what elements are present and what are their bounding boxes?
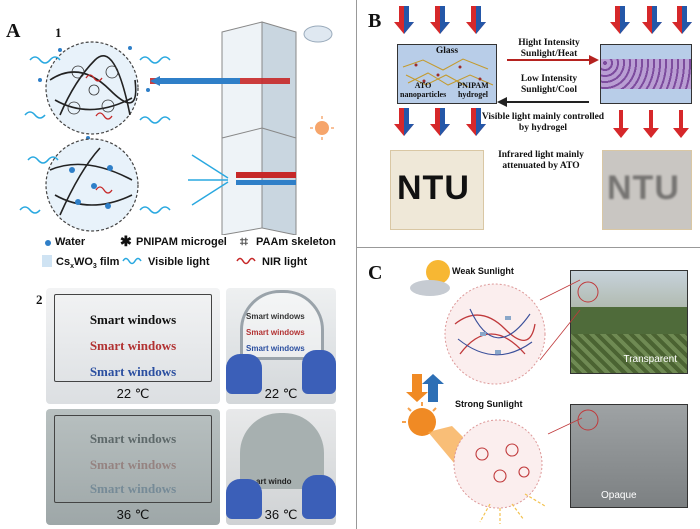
text-line-black: Smart windows [89,312,177,327]
visible-light-note: Visible light mainly controlled by hydro… [481,112,605,133]
panel-b-arrows [394,6,692,138]
pnipam-microgel-icon: ✱ [120,233,132,249]
opaque-window-photo: Opaque [570,404,688,508]
panel-a-letter: A [6,20,21,42]
water-dot-icon [45,240,51,246]
infrared-light-note: Infrared light mainly attenuated by ATO [498,150,584,171]
forward-transition-label: Hight Intensity Sunlight/Heat [518,38,580,59]
panel-a1-schematic [19,21,334,235]
panel-c-schematic [402,260,546,524]
temp-label-36-flat: 36 ℃ [116,507,150,522]
ntu-photo-opaque: NTU [602,150,692,230]
legend-nir-label: NIR light [262,256,308,268]
gloved-hand-right [302,350,336,394]
pnipam-hydrogel-label: PNIPAM hydrogel [457,81,489,99]
reverse-transition-label: Low Intensity Sunlight/Cool [520,74,578,95]
curved-text-black: Smart windows [246,312,305,321]
temp-label-22-flat: 22 ℃ [116,386,150,401]
photo-flat-36c: Smart windows Smart windows Smart window… [46,409,220,525]
legend-panel-a: Water ✱ PNIPAM microgel ⌗ PAAm skeleton … [40,233,356,276]
transparent-window-photo: Transparent [570,270,688,374]
ntu-text-opaque: NTU [607,169,680,207]
paam-skeleton-icon: ⌗ [240,233,248,249]
vertical-divider [356,0,357,529]
text-line-blue-faded: Smart windows [89,481,177,496]
legend-water-label: Water [55,236,86,248]
gloved-hand-left-36 [226,479,262,519]
ato-label: ATO nanoparticles [400,81,447,99]
text-line-red-faded: Smart windows [89,457,177,472]
gloved-hand-right-36 [302,475,336,519]
panel-a-sub1-label: 1 [55,25,62,40]
panel-b-letter: B [368,10,382,32]
text-line-black-faded: Smart windows [89,431,177,446]
curved-text-red: Smart windows [246,328,305,337]
text-line-blue: Smart windows [89,364,177,379]
weak-sunlight-label: Weak Sunlight [452,266,514,276]
panel-c-letter: C [368,262,383,284]
glass-label: Glass [435,46,459,56]
strong-sunlight-label: Strong Sunlight [455,399,523,409]
nir-light-wave-icon [236,257,256,265]
horizontal-divider [356,247,700,248]
ntu-text-clear: NTU [397,169,470,207]
photo-flat-22c: Smart windows Smart windows Smart window… [46,288,220,404]
glass-box-right [600,44,692,104]
transparent-label: Transparent [623,354,677,365]
legend-visible-label: Visible light [148,256,210,268]
legend-cswo3-label: CsxWO3 film [56,256,120,271]
ntu-photo-clear: NTU [390,150,484,230]
window-pane-bottom [188,116,334,235]
opaque-label: Opaque [601,490,637,501]
panel-c-connectors [539,279,599,435]
photo-curved-22c: Smart windows Smart windows Smart window… [226,288,336,404]
panel-a-sub2-label: 2 [36,292,43,307]
curved-partial-text: art windo [256,477,292,486]
hydrogel-network-circle-bottom [19,138,171,232]
legend-pnipam-label: PNIPAM microgel [136,236,227,248]
photo-curved-36c: art windo 36 ℃ [226,409,336,525]
hydrogel-network-circle-top [24,41,171,140]
cswo3-film-swatch-icon [42,255,52,267]
curved-text-blue: Smart windows [246,344,305,353]
temp-label-22-curved: 22 ℃ [264,386,298,401]
glass-box-left: Glass ATO nanoparticles PNIPAM hydrogel [397,44,497,104]
window-pane-top [150,21,333,143]
visible-light-wave-icon [122,257,142,265]
legend-paam-label: PAAm skeleton [256,236,336,248]
temp-label-36-curved: 36 ℃ [264,507,298,522]
gloved-hand-left [226,354,262,394]
text-line-red: Smart windows [89,338,177,353]
